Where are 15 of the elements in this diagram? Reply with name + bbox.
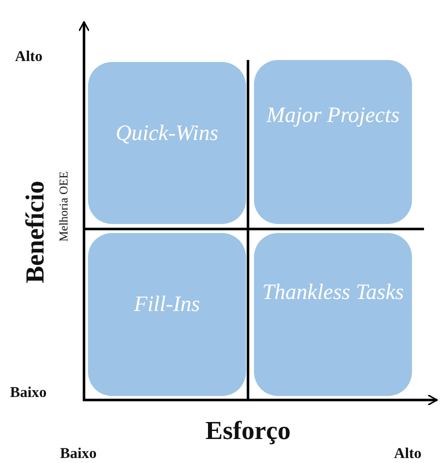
quadrant-box: [88, 62, 246, 224]
quadrant-label: Major Projects: [265, 102, 400, 128]
axis-level-label: Baixo: [60, 446, 97, 463]
axis-level-label: Baixo: [10, 385, 47, 402]
quadrant-label: Thankless Tasks: [261, 279, 405, 305]
quadrant-label: Fill-Ins: [133, 291, 201, 317]
axis-subtitle: Melhoria OEE: [56, 170, 72, 242]
axis-level-label: Alto: [15, 49, 42, 66]
quadrant-box: [88, 233, 246, 396]
axis-title: Benefício: [20, 180, 50, 284]
quadrant-label: Quick-Wins: [114, 120, 220, 146]
quadrant-box: [254, 233, 412, 396]
axis-level-label: Alto: [394, 446, 422, 463]
quadrant-box: [254, 60, 412, 224]
axis-title: Esforço: [205, 416, 291, 446]
